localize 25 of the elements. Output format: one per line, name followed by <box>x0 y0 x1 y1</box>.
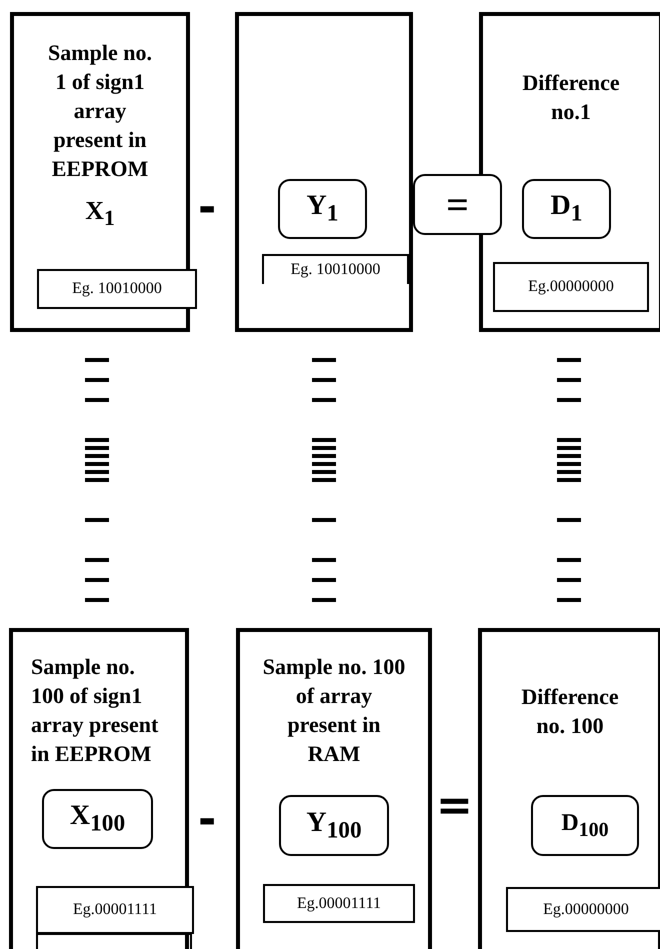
example-value-box: Eg. 10010000 <box>37 269 197 309</box>
operator-sign: - <box>198 186 216 230</box>
panel-box <box>479 12 660 332</box>
equals-box: = <box>413 174 502 235</box>
panel-heading: Sample no. 100 of array present in RAM <box>262 653 406 768</box>
example-value-box: Eg.00000000 <box>493 262 649 312</box>
variable-box: D$_{1}$ <box>522 179 611 239</box>
variable-box: X$_{100}$ <box>42 789 153 849</box>
panel-box <box>236 628 432 949</box>
panel-heading: Difference no.1 <box>521 69 621 126</box>
panel-box <box>478 628 660 949</box>
example-value-box: Eg.00001111 <box>263 884 415 923</box>
panel-heading: Sample no. 1 of sign1 array present in EEPROM <box>47 39 153 183</box>
operator-sign: - <box>198 798 216 842</box>
panel-heading: Difference no. 100 <box>520 683 620 740</box>
variable-box: D$_{100}$ <box>531 795 639 856</box>
variable-label: X$_{1}$ <box>84 196 116 232</box>
example-value-box: Eg. 10010000 <box>262 254 409 284</box>
example-value-box: Eg.00000000 <box>506 887 660 932</box>
variable-box: Y$_{1}$ <box>278 179 367 239</box>
operator-sign: = <box>436 784 473 828</box>
panel-box <box>235 12 413 332</box>
example-value-box: Eg.00001111 <box>36 886 194 934</box>
variable-box: Y$_{100}$ <box>279 795 389 856</box>
panel-heading: Sample no. 100 of sign1 array present in EEPROM <box>31 653 160 768</box>
